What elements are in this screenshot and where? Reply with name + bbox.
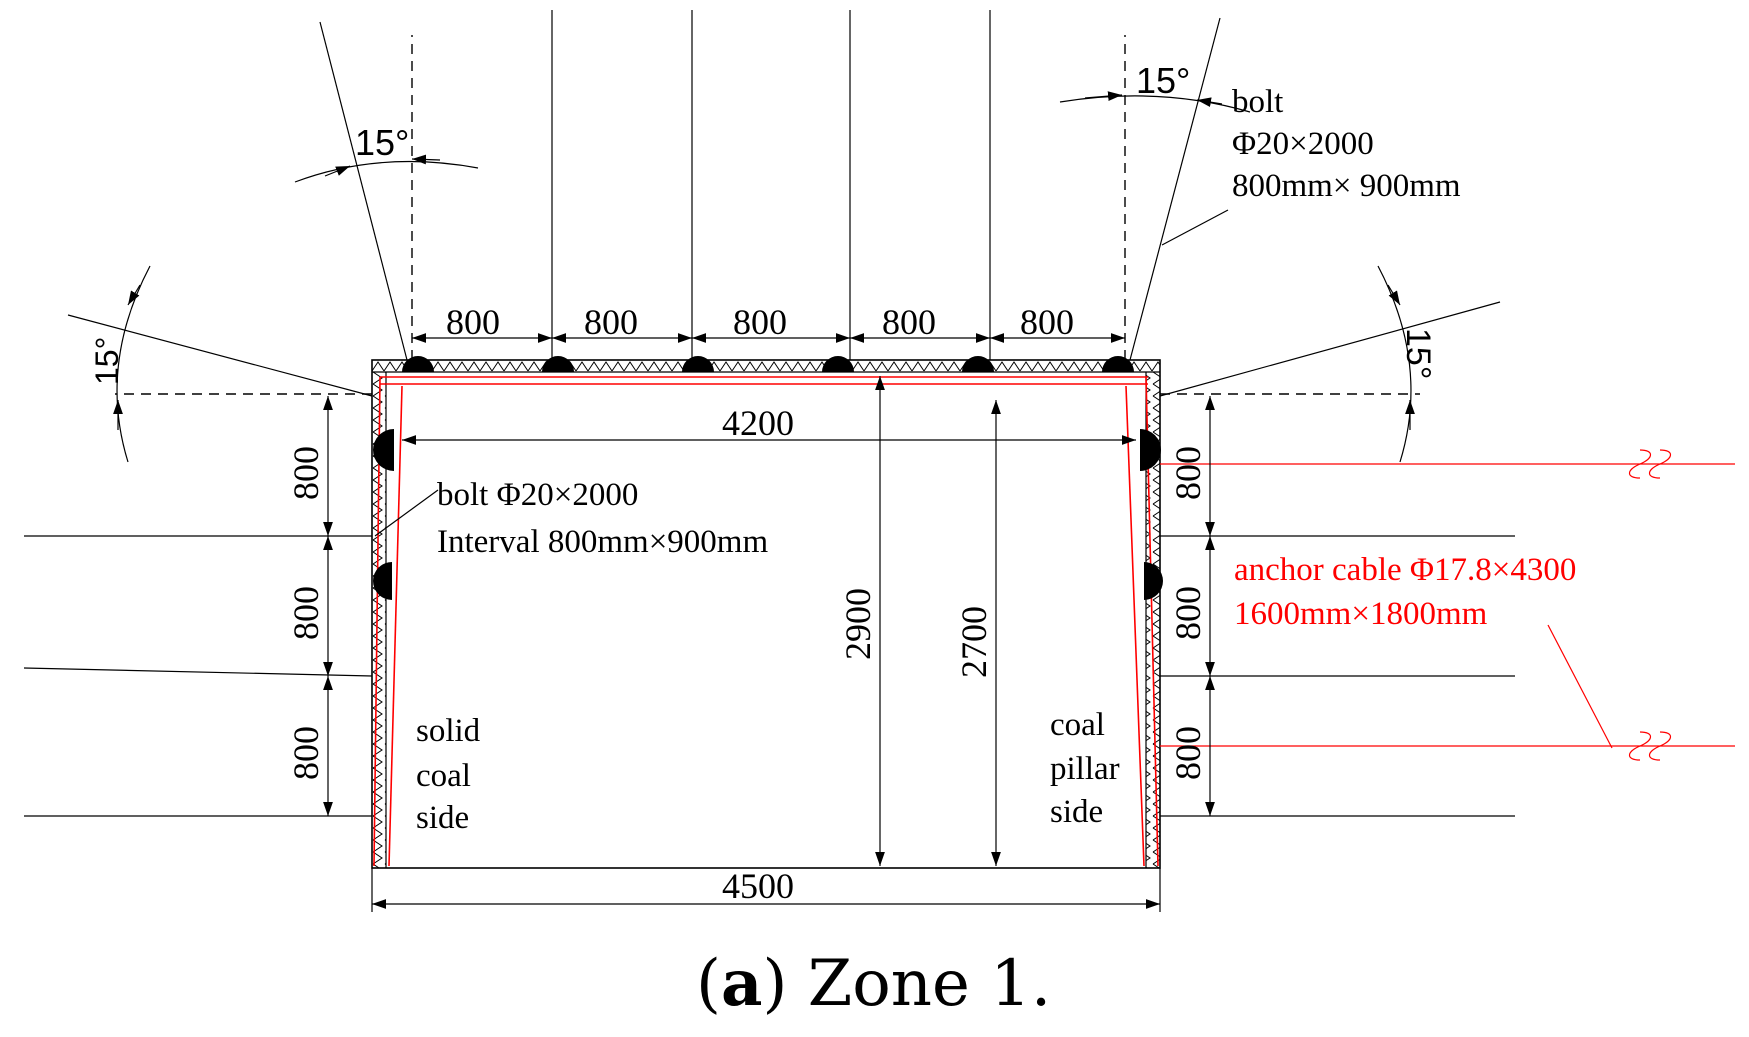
right-spacing-label: 800 — [1168, 586, 1208, 640]
steel-strap-support — [373, 376, 1159, 867]
top-spacing-label: 800 — [584, 302, 638, 342]
right-height-label: 2700 — [954, 606, 994, 678]
roof-bolt-interval: 800mm× 900mm — [1232, 168, 1461, 204]
corner-bolt-lines — [67, 301, 1501, 397]
anchor-cable-leader — [1547, 624, 1613, 749]
side-bolt-head — [1140, 429, 1161, 471]
break-symbol — [1648, 731, 1672, 761]
caption-prefix: ( — [696, 947, 721, 1021]
svg-text:side: side — [1050, 794, 1103, 830]
dimension-lines — [323, 333, 1215, 912]
side-bolt-lines — [23, 535, 1515, 817]
side-bolt-head — [373, 562, 392, 600]
left-height-label: 2900 — [838, 588, 878, 660]
anchor-cables — [1160, 449, 1735, 761]
side-bolt-interval: Interval 800mm×900mm — [437, 524, 768, 560]
bottom-width-label: 4500 — [722, 866, 794, 906]
break-symbol — [1648, 449, 1672, 479]
left-spacing-label: 800 — [286, 726, 326, 780]
solid-coal-side-label: solid coal side — [416, 713, 481, 836]
svg-text:coal: coal — [416, 758, 471, 794]
roof-bolt-spec: Φ20×2000 — [1232, 126, 1374, 162]
caption-letter: a — [721, 946, 762, 1021]
roof-bolt-head — [962, 356, 994, 372]
roof-bolt-heads — [402, 356, 1134, 372]
angle-label-side-left: 15° — [89, 337, 125, 385]
svg-text:coal: coal — [1050, 707, 1105, 743]
roof-bolt-head — [1102, 356, 1134, 372]
top-spacing-label: 800 — [882, 302, 936, 342]
left-spacing-label: 800 — [286, 586, 326, 640]
roof-bolt-leader — [1161, 209, 1229, 246]
side-bolt-head — [373, 429, 394, 471]
roof-mesh — [372, 360, 1160, 372]
anchor-cable-interval: 1600mm×1800mm — [1234, 596, 1488, 632]
anchor-cable-annotation: anchor cable Φ17.8×4300 1600mm×1800mm — [1234, 552, 1576, 632]
roof-bolt-head — [402, 356, 434, 372]
figure-caption: (a) Zone 1. — [696, 946, 1051, 1021]
left-spacing-label: 800 — [286, 446, 326, 500]
side-bolt-annotation: bolt Φ20×2000 Interval 800mm×900mm — [437, 477, 768, 560]
svg-text:side: side — [416, 800, 469, 836]
top-spacing-label: 800 — [733, 302, 787, 342]
side-bolt-heads — [373, 429, 1163, 600]
roof-bolt-annotation: bolt Φ20×2000 800mm× 900mm — [1232, 84, 1461, 204]
angle-label-side-right: 15° — [1399, 328, 1437, 379]
svg-text:solid: solid — [416, 713, 481, 749]
svg-text:pillar: pillar — [1050, 751, 1120, 787]
break-symbol — [1628, 449, 1652, 479]
roof-bolt-title: bolt — [1232, 84, 1283, 120]
side-bolt-spec: bolt Φ20×2000 — [437, 477, 638, 513]
side-bolt-head — [1144, 562, 1163, 600]
roof-bolt-head — [682, 356, 714, 372]
side-bolt-leader — [374, 489, 439, 537]
anchor-cable-spec: anchor cable Φ17.8×4300 — [1234, 552, 1576, 588]
right-spacing-label: 800 — [1168, 446, 1208, 500]
caption-rest: ) Zone 1. — [762, 947, 1051, 1021]
coal-pillar-side-label: coal pillar side — [1050, 707, 1120, 830]
angle-label-top-right: 15° — [1136, 60, 1190, 101]
top-spacing-label: 800 — [446, 302, 500, 342]
roof-bolt-head — [822, 356, 854, 372]
angle-arcs — [113, 91, 1415, 463]
inner-width-label: 4200 — [722, 403, 794, 443]
roof-bolt-head — [542, 356, 574, 372]
leader-lines — [374, 209, 1229, 537]
right-spacing-label: 800 — [1168, 726, 1208, 780]
angle-label-top-left: 15° — [355, 122, 409, 163]
break-symbol — [1628, 731, 1652, 761]
top-spacing-label: 800 — [1020, 302, 1074, 342]
roof-bolt-lines — [319, 10, 1221, 361]
